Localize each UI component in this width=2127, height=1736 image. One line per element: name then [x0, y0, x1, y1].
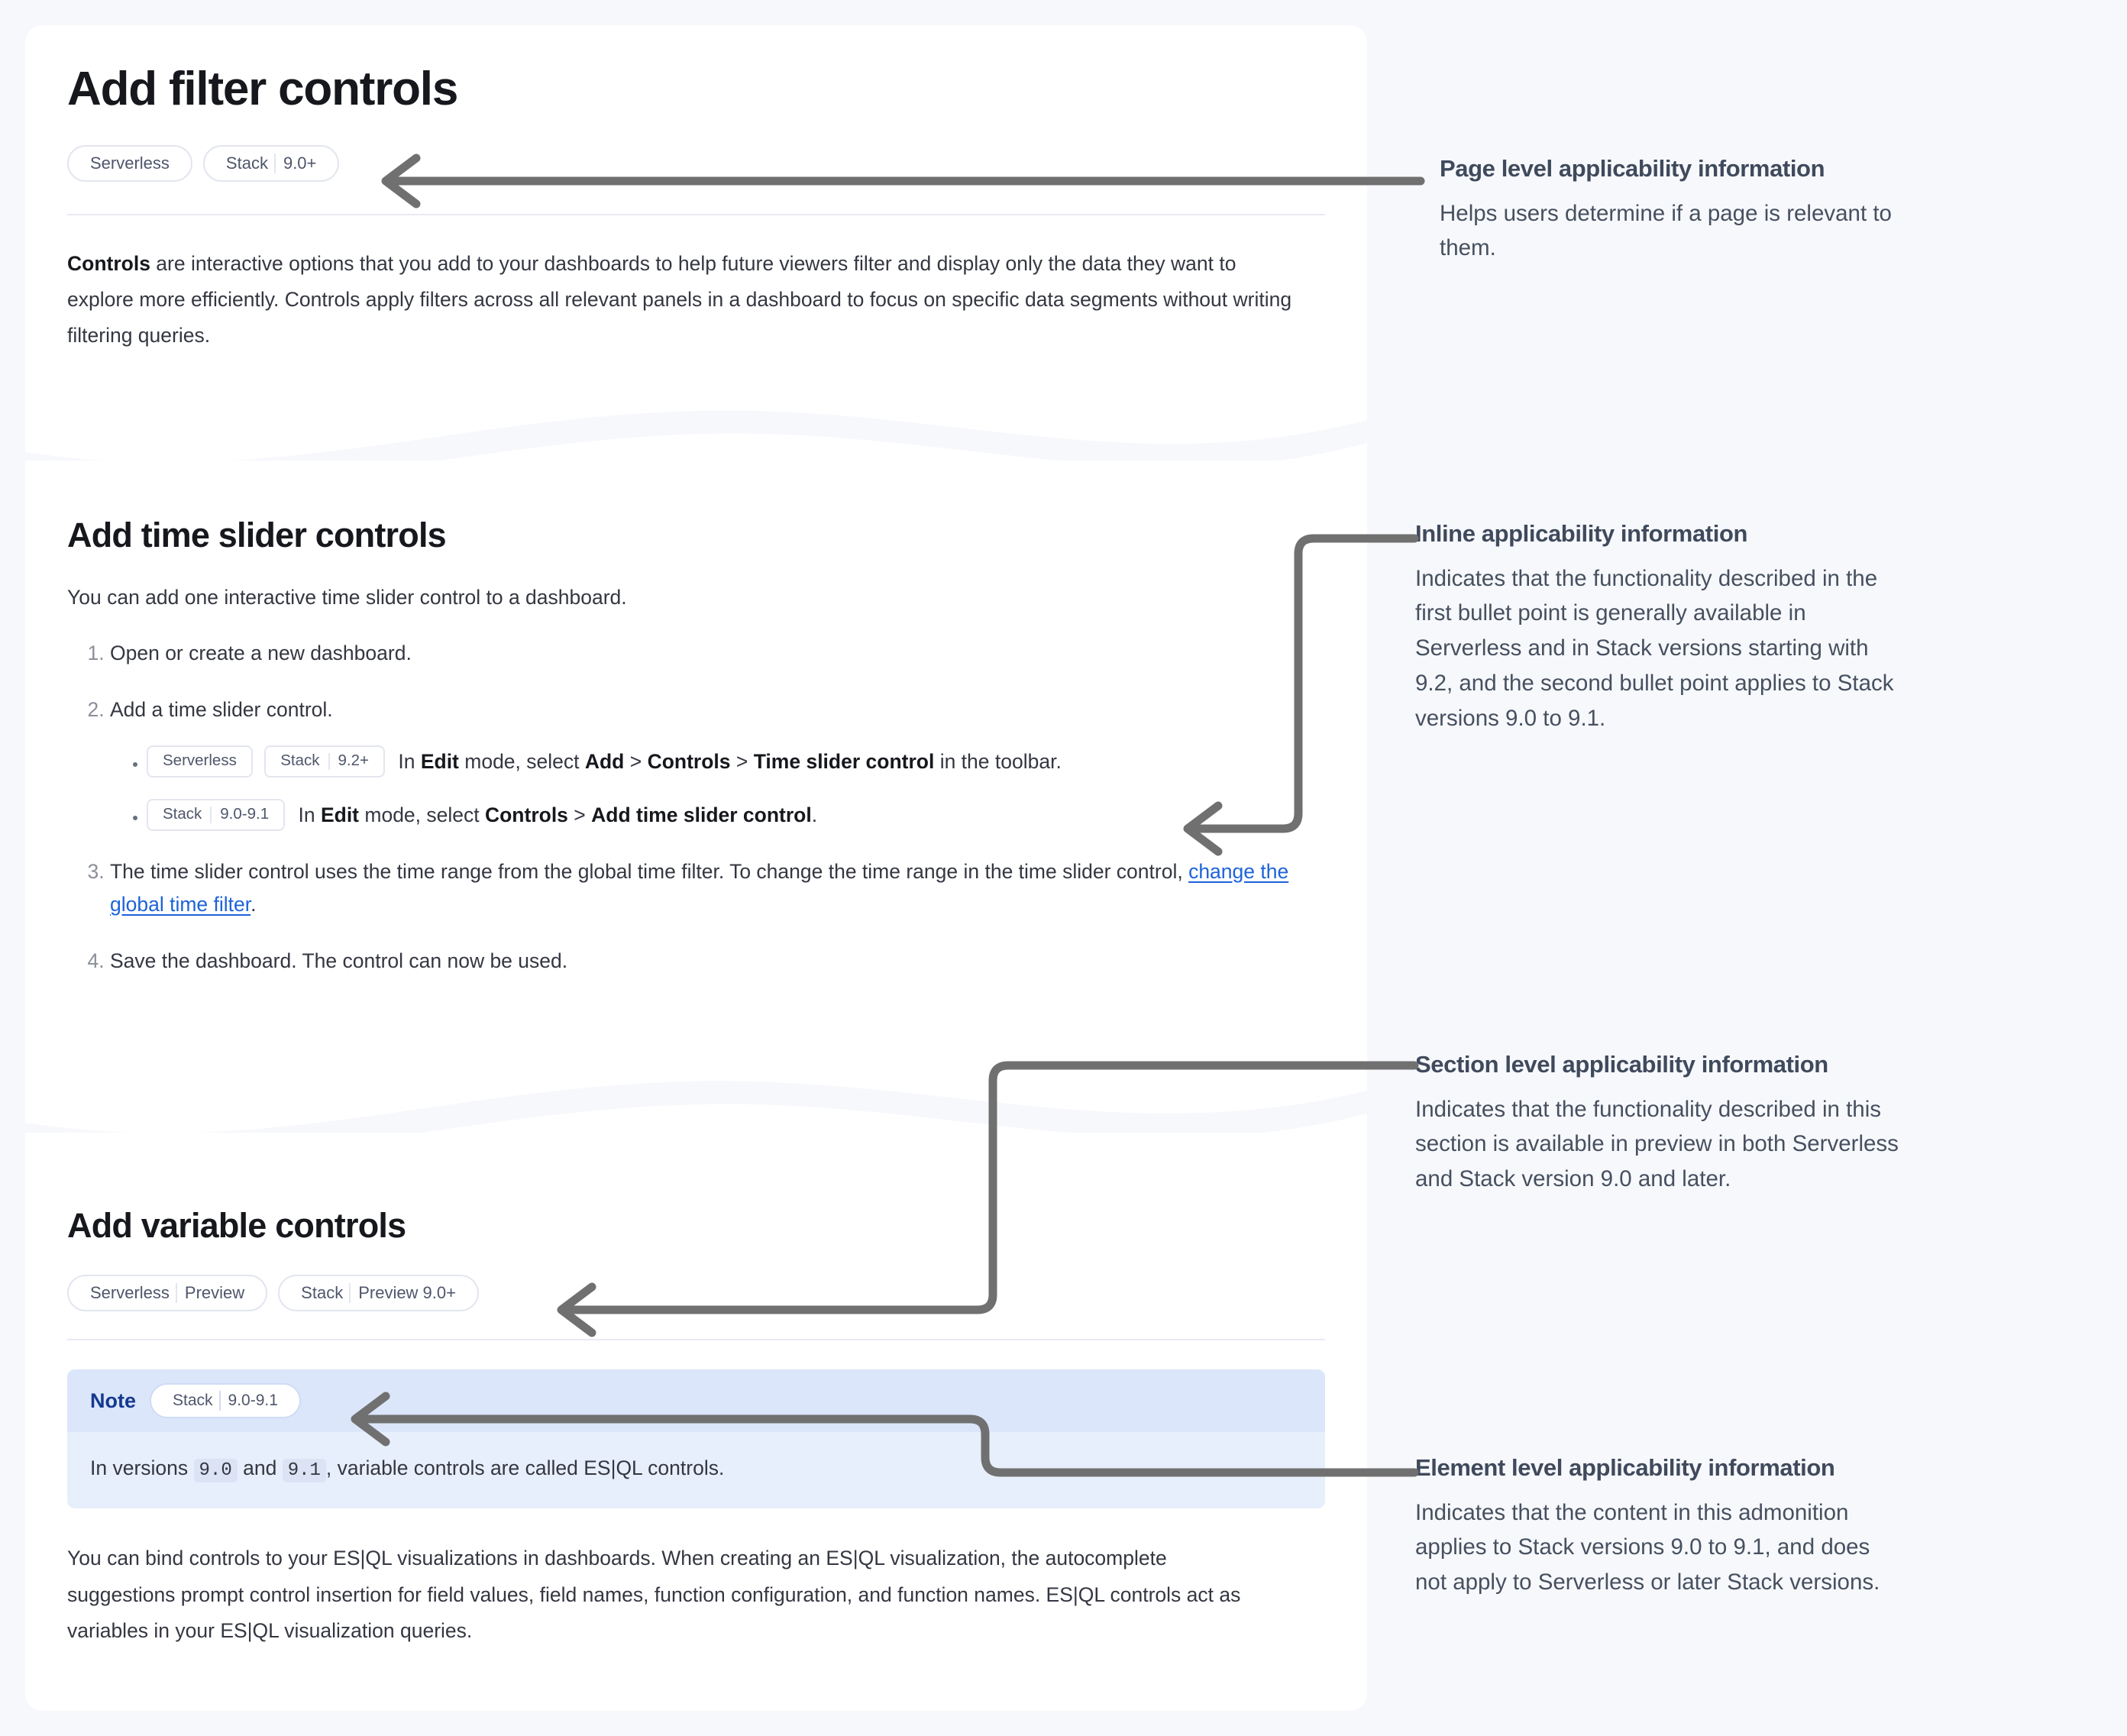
section-applicability-badges: Serverless Preview Stack Preview 9.0+ — [67, 1275, 1325, 1311]
seg: mode, select — [359, 803, 485, 826]
annotation-inline: Inline applicability information Indicat… — [1415, 519, 1904, 735]
seg: Edit — [320, 803, 360, 826]
badge-divider — [349, 1283, 351, 1303]
note-body: In versions 9.0 and 9.1, variable contro… — [67, 1432, 1325, 1508]
section-intro-time-slider: You can add one interactive time slider … — [67, 586, 627, 609]
section-rule — [67, 1339, 1325, 1340]
stack-preview-badge[interactable]: Stack Preview 9.0+ — [278, 1275, 479, 1311]
step-text: Save the dashboard. The control can now … — [110, 949, 568, 973]
annotation-body: Indicates that the functionality describ… — [1415, 1096, 1899, 1192]
seg: > — [567, 803, 592, 826]
doc-card-intro: Add filter controls Serverless Stack 9.0… — [25, 25, 1367, 441]
chip-segment: Serverless — [163, 752, 237, 770]
step-sub-bullets: Serverless Stack 9.2+ In Edit mode, sele… — [110, 745, 1325, 832]
step-text: The time slider control uses the time ra… — [110, 859, 1189, 883]
badge-divider — [218, 1391, 221, 1411]
step-item: The time slider control uses the time ra… — [110, 855, 1325, 922]
step-item: Open or create a new dashboard. — [110, 637, 1325, 671]
badge-segment: Stack — [173, 1392, 213, 1409]
step-item: Save the dashboard. The control can now … — [110, 945, 1325, 978]
badge-segment: Serverless — [90, 1283, 170, 1302]
intro-lead: Controls — [67, 252, 150, 275]
badge-segment: Preview — [184, 1283, 245, 1302]
seg: Controls — [647, 749, 731, 773]
doc-card-variable-controls: Add variable controls Serverless Preview… — [25, 1133, 1367, 1711]
seg: Add — [584, 749, 625, 773]
badge-segment: Preview 9.0+ — [358, 1283, 456, 1302]
chip-segment: 9.0-9.1 — [220, 805, 270, 823]
doc-card-time-slider: Add time slider controls You can add one… — [25, 461, 1367, 1114]
page-title: Add filter controls — [67, 63, 458, 115]
step-text: Open or create a new dashboard. — [110, 642, 412, 665]
chip-divider — [328, 752, 330, 770]
stack-version-chip[interactable]: Stack 9.0-9.1 — [147, 798, 286, 831]
seg: In — [298, 803, 321, 826]
badge-divider — [175, 1283, 177, 1303]
seg: Time slider control — [753, 749, 935, 773]
annotation-title: Page level applicability information — [1440, 155, 1825, 182]
list-item: Stack 9.0-9.1 In Edit mode, select Contr… — [147, 798, 1325, 832]
page-applicability-badges: Serverless Stack 9.0+ — [67, 145, 1325, 182]
seg: Edit — [420, 749, 459, 773]
stack-version-chip[interactable]: Stack 9.2+ — [264, 745, 385, 777]
chip-segment: 9.2+ — [338, 752, 369, 770]
chip-segment: Stack — [280, 752, 320, 770]
note-admonition: Note Stack 9.0-9.1 In versions 9.0 and 9… — [67, 1369, 1325, 1509]
bullet-text: In Edit mode, select Controls > Add time… — [298, 803, 817, 826]
seg: In versions — [90, 1456, 194, 1479]
stack-version-badge[interactable]: Stack 9.0-9.1 — [150, 1383, 301, 1418]
step-text-tail: . — [251, 893, 257, 916]
serverless-chip[interactable]: Serverless — [147, 745, 253, 777]
seg: , variable controls are called ES|QL con… — [325, 1456, 725, 1479]
section-title-variable-controls: Add variable controls — [67, 1206, 406, 1245]
step-item: Add a time slider control. Serverless St… — [110, 693, 1325, 832]
time-slider-steps: Open or create a new dashboard. Add a ti… — [67, 637, 1325, 978]
annotation-title: Element level applicability information — [1415, 1454, 1835, 1481]
bullet-text: In Edit mode, select Add > Controls > Ti… — [398, 750, 1061, 773]
section-title-time-slider: Add time slider controls — [67, 516, 447, 554]
note-label: Note — [90, 1388, 136, 1412]
serverless-badge[interactable]: Serverless — [67, 145, 192, 182]
badge-segment: 9.0-9.1 — [228, 1392, 278, 1409]
annotation-body: Indicates that the functionality describ… — [1415, 565, 1894, 731]
badge-segment: 9.0+ — [283, 154, 317, 173]
annotation-title: Section level applicability information — [1415, 1051, 1828, 1078]
seg: Add time slider control — [591, 803, 812, 826]
annotation-title: Inline applicability information — [1415, 520, 1748, 547]
documentation-page: Add filter controls Serverless Stack 9.0… — [25, 25, 1367, 1711]
version-code: 9.0 — [193, 1459, 238, 1482]
annotation-page-level: Page level applicability information Hel… — [1440, 154, 1928, 266]
seg: and — [237, 1456, 283, 1479]
badge-segment: Serverless — [90, 154, 170, 173]
seg: Controls — [484, 803, 568, 826]
annotation-element-level: Element level applicability information … — [1415, 1453, 1904, 1600]
seg: > — [624, 749, 648, 773]
note-header: Note Stack 9.0-9.1 — [67, 1369, 1325, 1432]
seg: in the toolbar. — [934, 749, 1062, 773]
intro-paragraph: Controls are interactive options that yo… — [67, 246, 1297, 354]
title-rule — [67, 214, 1325, 215]
badge-divider — [273, 154, 276, 173]
badge-segment: Stack — [225, 154, 268, 173]
step-text: Add a time slider control. — [110, 697, 333, 721]
seg: mode, select — [458, 749, 585, 773]
serverless-preview-badge[interactable]: Serverless Preview — [67, 1275, 268, 1311]
seg: In — [398, 749, 421, 773]
annotation-body: Indicates that the content in this admon… — [1415, 1499, 1880, 1595]
badge-segment: Stack — [301, 1283, 344, 1302]
list-item: Serverless Stack 9.2+ In Edit mode, sele… — [147, 745, 1325, 779]
variable-controls-paragraph: You can bind controls to your ES|QL visu… — [67, 1547, 1241, 1642]
global-time-filter-link[interactable]: change the global time filter — [110, 859, 1289, 916]
chip-segment: Stack — [163, 805, 202, 823]
seg: > — [730, 749, 754, 773]
annotation-body: Helps users determine if a page is relev… — [1440, 200, 1892, 261]
annotation-section-level: Section level applicability information … — [1415, 1050, 1904, 1197]
chip-divider — [210, 806, 212, 823]
seg: . — [811, 803, 818, 826]
version-code: 9.1 — [282, 1459, 326, 1482]
intro-rest: are interactive options that you add to … — [67, 252, 1292, 348]
stack-version-badge[interactable]: Stack 9.0+ — [202, 145, 340, 182]
